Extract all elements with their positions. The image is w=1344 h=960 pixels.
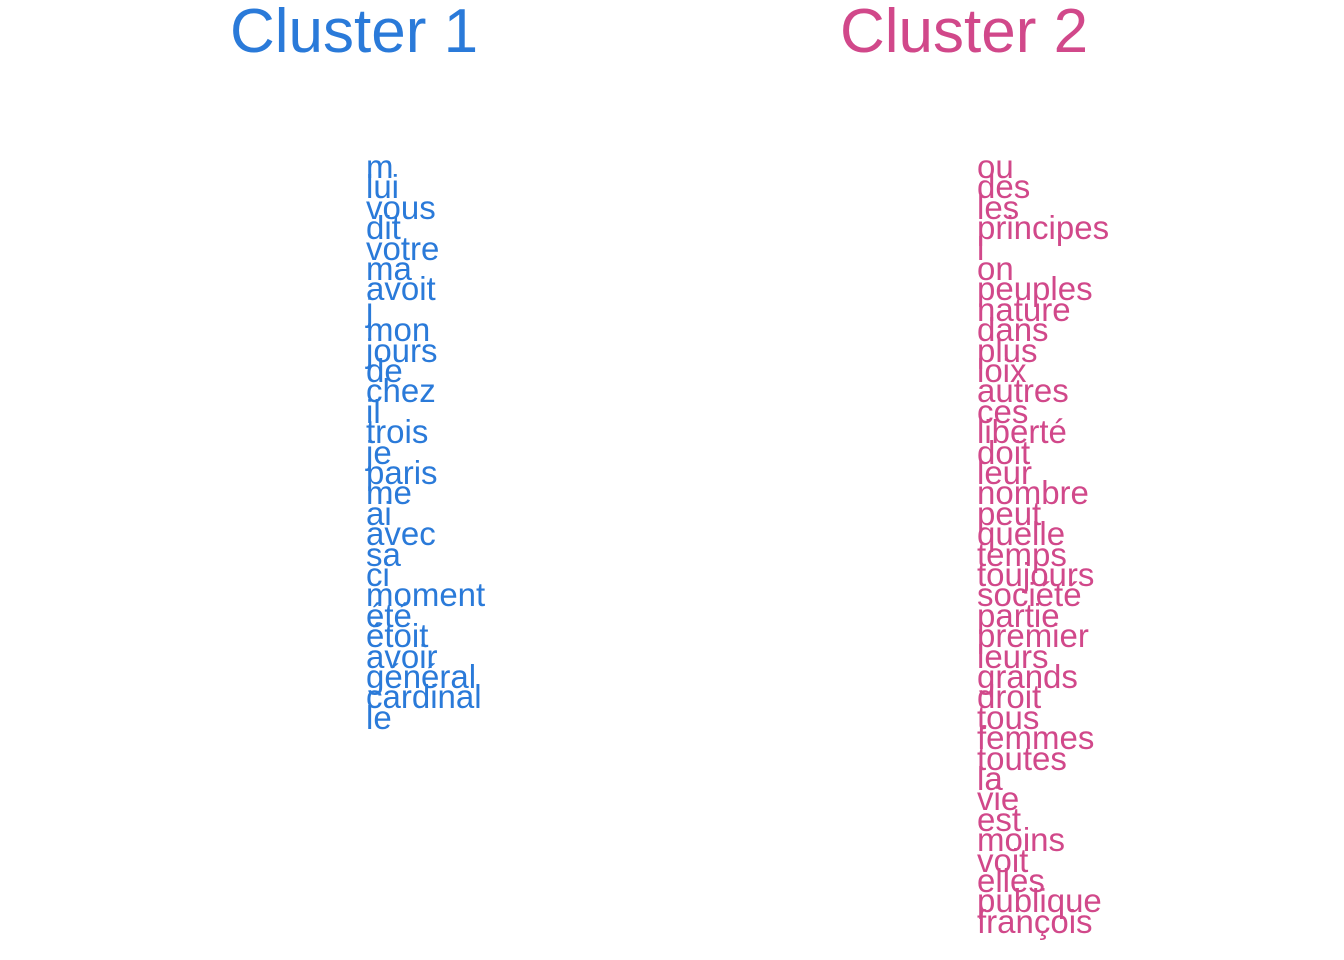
cluster-2-word: dans: [977, 311, 1049, 349]
cluster-1-word: je: [366, 433, 392, 471]
cluster-1-word: avoir: [366, 637, 438, 675]
cluster-1-word: général: [366, 658, 477, 695]
cluster-2-word: quelle: [977, 515, 1066, 553]
cluster-2-title: Cluster 2: [840, 0, 1089, 66]
cluster-1-title: Cluster 1: [230, 0, 479, 66]
cluster-1-word: me: [366, 474, 412, 512]
cluster-1-word: dit: [366, 209, 401, 247]
cluster-2-word: société: [977, 576, 1082, 614]
cluster-2-word: peuples: [977, 270, 1093, 308]
cluster-1-word: moment: [366, 576, 486, 614]
cluster-2-word: premier: [977, 617, 1089, 655]
cluster-2-word: temps: [977, 535, 1067, 573]
cluster-1-word: il: [366, 392, 381, 430]
cluster-1-word: mon: [366, 311, 431, 349]
cluster-2-word: plus: [977, 331, 1038, 369]
cluster-2-word: des: [977, 168, 1031, 206]
cluster-2-word: nature: [977, 290, 1071, 328]
cluster-1-word: ma: [366, 250, 412, 287]
cluster-1-word: vous: [366, 188, 436, 226]
cluster-2-word: nombre: [977, 474, 1089, 512]
cluster-1-word: étoit: [366, 617, 429, 655]
cluster-2-word: principes: [977, 209, 1110, 247]
cluster-2-word: vie: [977, 780, 1020, 818]
cluster-1-word: m: [366, 148, 394, 185]
cluster-2-word: droit: [977, 678, 1042, 716]
cluster-1-word: sa: [366, 535, 401, 573]
cluster-1-word: le: [366, 698, 392, 736]
cluster-1-word: avec: [366, 515, 436, 553]
cluster-2-word: la: [977, 760, 1003, 797]
cluster-1-word: trois: [366, 413, 429, 451]
cluster-2-word: on: [977, 250, 1014, 287]
cluster-2-word: publique: [977, 882, 1102, 920]
cluster-2-word: moins: [977, 821, 1066, 859]
cluster-2-word: leurs: [977, 637, 1049, 675]
cluster-2-word: femmes: [977, 719, 1095, 757]
cluster-1-word: jours: [366, 331, 438, 369]
cluster-1-word: ai: [366, 494, 392, 532]
cluster-2-word: tous: [977, 698, 1040, 736]
cluster-2-word: elles: [977, 862, 1045, 899]
cluster-2-word: l: [977, 229, 985, 267]
cluster-2-word: ces: [977, 392, 1029, 430]
cluster-1-word: de: [366, 352, 403, 389]
cluster-1-word: cardinal: [366, 678, 482, 716]
cluster-1-word: été: [366, 596, 412, 634]
cluster-2-word: loix: [977, 352, 1027, 389]
cluster-1-word: chez: [366, 372, 436, 410]
cluster-1-word: ci: [366, 556, 390, 593]
cluster-1-word: avoit: [366, 270, 436, 308]
cluster-2-word: françois: [977, 902, 1093, 940]
cluster-2-word: ou: [977, 148, 1014, 185]
cluster-2-word: toujours: [977, 556, 1095, 593]
cluster-2-word: leur: [977, 454, 1033, 491]
cluster-2-word: peut: [977, 494, 1042, 532]
cluster-2-word: autres: [977, 372, 1069, 410]
cluster-2-word: grands: [977, 658, 1078, 695]
cluster-1-word: j: [366, 290, 374, 328]
cluster-1-word: votre: [366, 229, 440, 267]
cluster-2-word: toutes: [977, 739, 1067, 777]
cluster-2-word: partie: [977, 596, 1060, 634]
cluster-1-word: lui: [366, 168, 400, 206]
cluster-2-word: les: [977, 188, 1020, 226]
cluster-2-word: doit: [977, 433, 1031, 471]
cluster-2-word: liberté: [977, 413, 1067, 451]
cluster-2-word: est: [977, 800, 1022, 838]
cluster-1-word: paris: [366, 454, 438, 491]
cluster-2-word: voit: [977, 841, 1029, 879]
